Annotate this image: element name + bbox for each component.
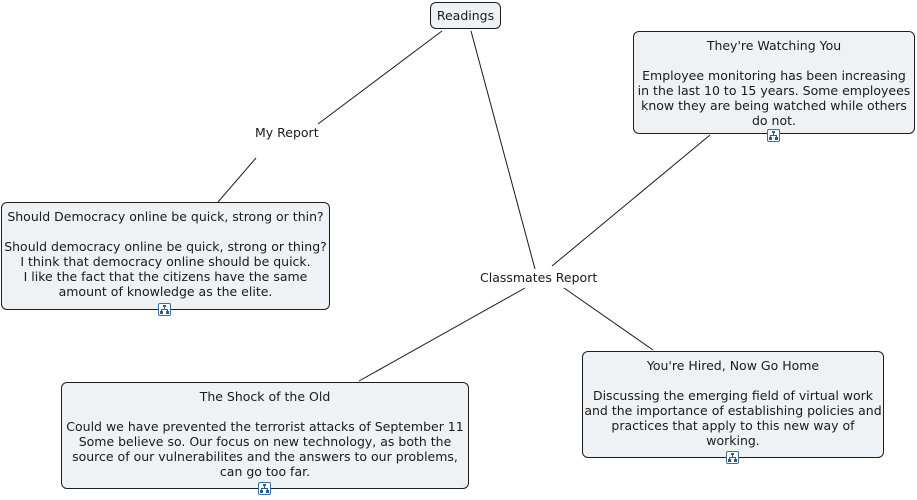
- submap-icon[interactable]: [726, 451, 739, 464]
- concept-title: You're Hired, Now Go Home: [646, 358, 820, 373]
- concept-node-watching[interactable]: They're Watching You Employee monitoring…: [633, 31, 915, 134]
- root-node-label: Readings: [436, 8, 495, 23]
- submap-icon[interactable]: [258, 482, 271, 495]
- concept-description: Could we have prevented the terrorist at…: [66, 419, 464, 479]
- concept-title: The Shock of the Old: [199, 389, 331, 404]
- concept-title: Should Democracy online be quick, strong…: [7, 209, 324, 224]
- edge-classmates-hired: [563, 287, 654, 351]
- edge-classmates-shock: [358, 287, 526, 382]
- edge-myreport-democracy: [217, 157, 257, 203]
- edge-classmates-watching: [551, 134, 711, 267]
- concept-description: Should democracy online be quick, strong…: [4, 239, 327, 299]
- submap-icon[interactable]: [767, 129, 780, 142]
- edge-readings-myreport: [317, 30, 443, 125]
- root-node-readings[interactable]: Readings: [430, 2, 501, 29]
- linking-phrase-classmates-report[interactable]: Classmates Report: [478, 270, 600, 285]
- linking-phrase-my-report[interactable]: My Report: [253, 125, 321, 140]
- concept-title: They're Watching You: [706, 38, 842, 53]
- concept-description: Employee monitoring has been increasing …: [637, 68, 911, 128]
- concept-node-hired[interactable]: You're Hired, Now Go Home Discussing the…: [582, 351, 884, 458]
- concept-description: Discussing the emerging field of virtual…: [584, 388, 882, 448]
- concept-node-shock[interactable]: The Shock of the Old Could we have preve…: [61, 382, 469, 489]
- submap-icon[interactable]: [158, 303, 171, 316]
- edge-readings-classmates: [470, 30, 536, 270]
- concept-node-democracy[interactable]: Should Democracy online be quick, strong…: [1, 202, 330, 310]
